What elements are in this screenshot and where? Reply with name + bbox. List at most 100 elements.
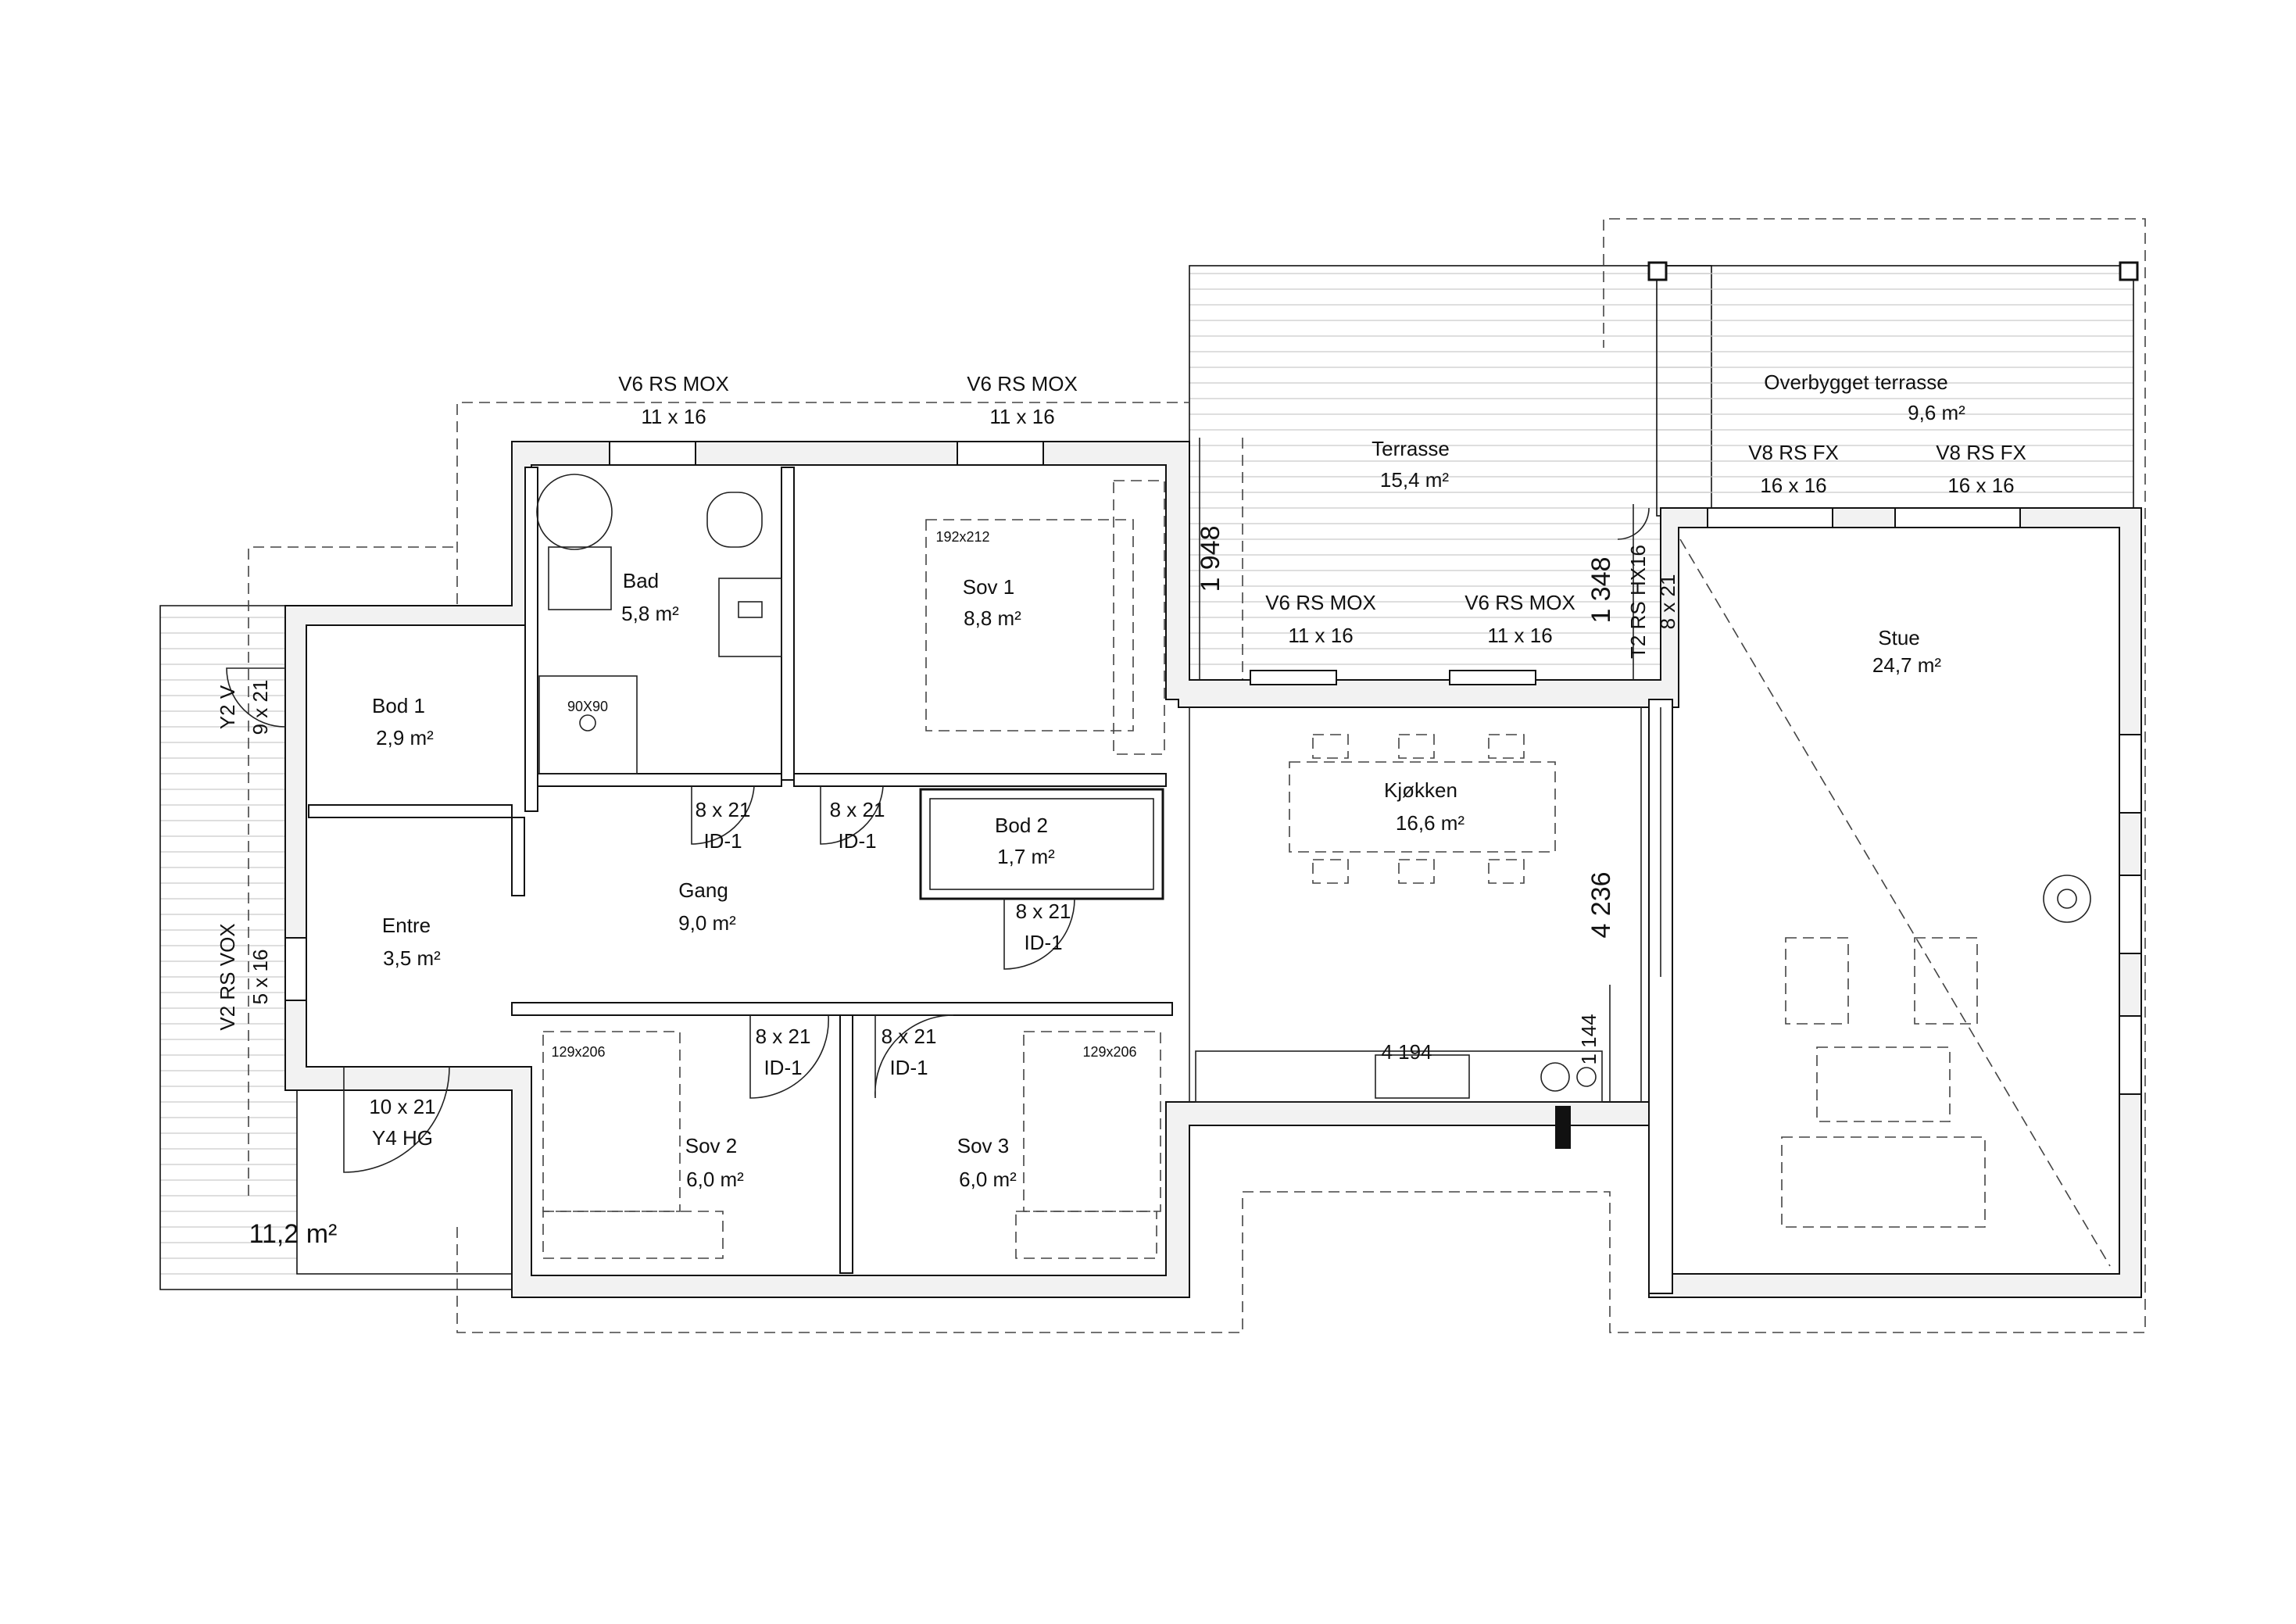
window-label-kitchen-right: V6 RS MOX 11 x 16 — [1465, 591, 1575, 647]
svg-text:T2 RS HX16: T2 RS HX16 — [1626, 545, 1650, 659]
svg-text:5 x 16: 5 x 16 — [249, 950, 272, 1005]
room-label-bod2: Bod 2 1,7 m² — [995, 814, 1055, 868]
window-label-stue-right: V8 RS FX 16 x 16 — [1936, 441, 2026, 497]
svg-text:V2 RS VOX: V2 RS VOX — [216, 923, 239, 1030]
bed-sov2 — [542, 1031, 724, 1259]
svg-text:Sov 2: Sov 2 — [685, 1134, 738, 1157]
svg-text:V8 RS FX: V8 RS FX — [1748, 441, 1839, 464]
room-label-stue: Stue 24,7 m² — [1872, 626, 1941, 677]
svg-text:Sov 1: Sov 1 — [963, 575, 1015, 599]
svg-text:16,6 m²: 16,6 m² — [1396, 811, 1465, 835]
svg-text:9 x 21: 9 x 21 — [249, 680, 272, 735]
dimension-1348: 1 348 — [1586, 556, 1616, 623]
svg-text:3,5 m²: 3,5 m² — [383, 946, 441, 970]
svg-text:V6 RS MOX: V6 RS MOX — [1465, 591, 1575, 614]
room-label-entre: Entre 3,5 m² — [382, 914, 441, 970]
svg-text:6,0 m²: 6,0 m² — [959, 1168, 1017, 1191]
svg-text:11 x 16: 11 x 16 — [1288, 624, 1353, 647]
svg-text:ID-1: ID-1 — [838, 829, 876, 853]
door-label-bod2: 8 x 21 ID-1 — [1016, 900, 1071, 954]
bed-sov3 — [1015, 1031, 1161, 1259]
door-label-sov3: 8 x 21 ID-1 — [882, 1025, 937, 1079]
dimension-1948: 1 948 — [1196, 525, 1225, 592]
svg-text:8,8 m²: 8,8 m² — [964, 606, 1021, 630]
door-swings — [226, 507, 1650, 1173]
entry-deck-area: 11,2 m² — [249, 1219, 338, 1249]
svg-text:Stue: Stue — [1878, 626, 1920, 649]
window-label-bod1-side: Y2 V 9 x 21 — [216, 680, 272, 735]
deck-terrasse — [1189, 265, 1712, 689]
room-label-gang: Gang 9,0 m² — [678, 878, 736, 935]
svg-text:8 x 21: 8 x 21 — [1016, 900, 1071, 923]
svg-text:V6 RS MOX: V6 RS MOX — [967, 372, 1078, 395]
room-label-bad: Bad 5,8 m² — [621, 569, 679, 625]
room-label-terrasse: Terrasse 15,4 m² — [1372, 437, 1450, 492]
svg-text:2,9 m²: 2,9 m² — [376, 726, 434, 749]
svg-text:Terrasse: Terrasse — [1372, 437, 1450, 460]
svg-text:5,8 m²: 5,8 m² — [621, 602, 679, 625]
kitchen-furniture — [1195, 734, 1603, 1149]
svg-text:8 x 21: 8 x 21 — [756, 1025, 811, 1048]
dimension-4194: 4 194 — [1381, 1040, 1432, 1064]
svg-text:8 x 21: 8 x 21 — [882, 1025, 937, 1048]
svg-text:1,7 m²: 1,7 m² — [997, 845, 1055, 868]
door-label-gang-b: 8 x 21 ID-1 — [830, 798, 885, 853]
svg-text:V6 RS MOX: V6 RS MOX — [618, 372, 729, 395]
window-label-stue-door: T2 RS HX16 8 x 21 — [1626, 545, 1679, 659]
svg-text:16 x 16: 16 x 16 — [1947, 474, 2014, 497]
svg-text:V6 RS MOX: V6 RS MOX — [1265, 591, 1376, 614]
svg-text:10 x 21: 10 x 21 — [369, 1095, 435, 1118]
terrace-posts — [1647, 261, 2139, 281]
window-label-kitchen-left: V6 RS MOX 11 x 16 — [1265, 591, 1376, 647]
svg-text:Entre: Entre — [382, 914, 431, 937]
svg-text:16 x 16: 16 x 16 — [1760, 474, 1826, 497]
svg-text:Y2 V: Y2 V — [216, 685, 239, 729]
svg-text:192x212: 192x212 — [935, 529, 989, 545]
svg-text:129x206: 129x206 — [1082, 1044, 1136, 1060]
svg-text:ID-1: ID-1 — [889, 1056, 928, 1079]
svg-text:24,7 m²: 24,7 m² — [1872, 653, 1941, 677]
interior-walls — [308, 467, 1673, 1294]
svg-text:8 x 21: 8 x 21 — [1656, 574, 1679, 630]
door-label-sov2: 8 x 21 ID-1 — [756, 1025, 811, 1079]
svg-text:6,0 m²: 6,0 m² — [686, 1168, 744, 1191]
dimension-4236: 4 236 — [1586, 871, 1616, 938]
shower-label: 90X90 — [567, 699, 608, 714]
svg-text:ID-1: ID-1 — [703, 829, 742, 853]
window-label-top-left: V6 RS MOX 11 x 16 — [618, 372, 729, 428]
svg-text:Bod 2: Bod 2 — [995, 814, 1048, 837]
svg-text:Bad: Bad — [623, 569, 659, 592]
svg-text:8 x 21: 8 x 21 — [830, 798, 885, 821]
room-label-bod1: Bod 1 2,9 m² — [372, 694, 434, 749]
window-marks — [284, 441, 2142, 1095]
svg-text:11 x 16: 11 x 16 — [989, 405, 1054, 428]
svg-text:8 x 21: 8 x 21 — [696, 798, 751, 821]
door-label-gang-a: 8 x 21 ID-1 — [696, 798, 751, 853]
svg-text:ID-1: ID-1 — [1024, 931, 1062, 954]
deck-overbygget — [1656, 265, 2134, 517]
dimension-lines — [1199, 438, 1642, 1102]
window-label-entre-side: V2 RS VOX 5 x 16 — [216, 923, 272, 1030]
svg-text:Gang: Gang — [678, 878, 728, 902]
svg-text:15,4 m²: 15,4 m² — [1380, 468, 1449, 492]
room-label-overbygget: Overbygget terrasse 9,6 m² — [1764, 370, 1965, 424]
bed-sov1 — [925, 480, 1165, 755]
room-label-sov2: 129x206 Sov 2 6,0 m² — [551, 1044, 744, 1191]
svg-text:9,6 m²: 9,6 m² — [1908, 401, 1965, 424]
window-label-stue-left: V8 RS FX 16 x 16 — [1748, 441, 1839, 497]
svg-text:Kjøkken: Kjøkken — [1384, 778, 1457, 802]
svg-text:9,0 m²: 9,0 m² — [678, 911, 736, 935]
dimension-1144: 1 144 — [1577, 1014, 1600, 1064]
svg-text:Overbygget terrasse: Overbygget terrasse — [1764, 370, 1948, 394]
window-label-top-mid: V6 RS MOX 11 x 16 — [967, 372, 1078, 428]
svg-text:Y4 HG: Y4 HG — [372, 1126, 433, 1150]
svg-text:ID-1: ID-1 — [764, 1056, 802, 1079]
bathroom-fixtures — [536, 474, 782, 774]
svg-text:Bod 1: Bod 1 — [372, 694, 425, 717]
svg-text:Sov 3: Sov 3 — [957, 1134, 1010, 1157]
room-label-sov3: 129x206 Sov 3 6,0 m² — [957, 1044, 1137, 1191]
stue-furniture — [1679, 538, 2111, 1267]
svg-text:V8 RS FX: V8 RS FX — [1936, 441, 2026, 464]
svg-text:11 x 16: 11 x 16 — [1487, 624, 1552, 647]
